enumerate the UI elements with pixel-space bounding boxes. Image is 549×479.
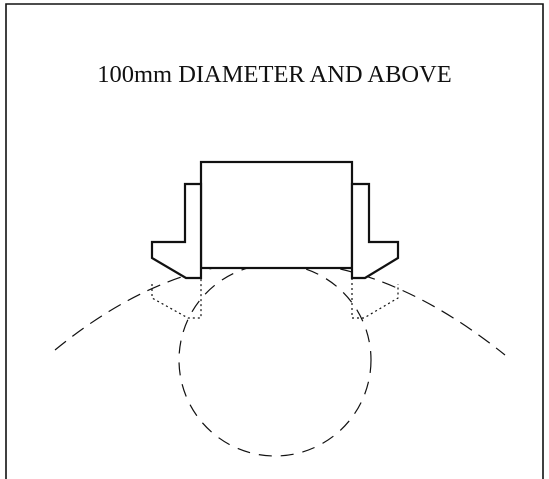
left-jaw-alternate-position bbox=[151, 278, 202, 319]
diagram-title: 100mm DIAMETER AND ABOVE bbox=[97, 61, 452, 88]
frame-border bbox=[5, 3, 544, 479]
large-pipe-outline bbox=[54, 260, 506, 356]
clamp-body bbox=[199, 160, 354, 270]
small-pipe-outline bbox=[178, 263, 372, 457]
left-clamp-jaw bbox=[150, 182, 203, 280]
right-jaw-alternate-position bbox=[351, 278, 399, 319]
right-clamp-jaw bbox=[350, 182, 400, 280]
